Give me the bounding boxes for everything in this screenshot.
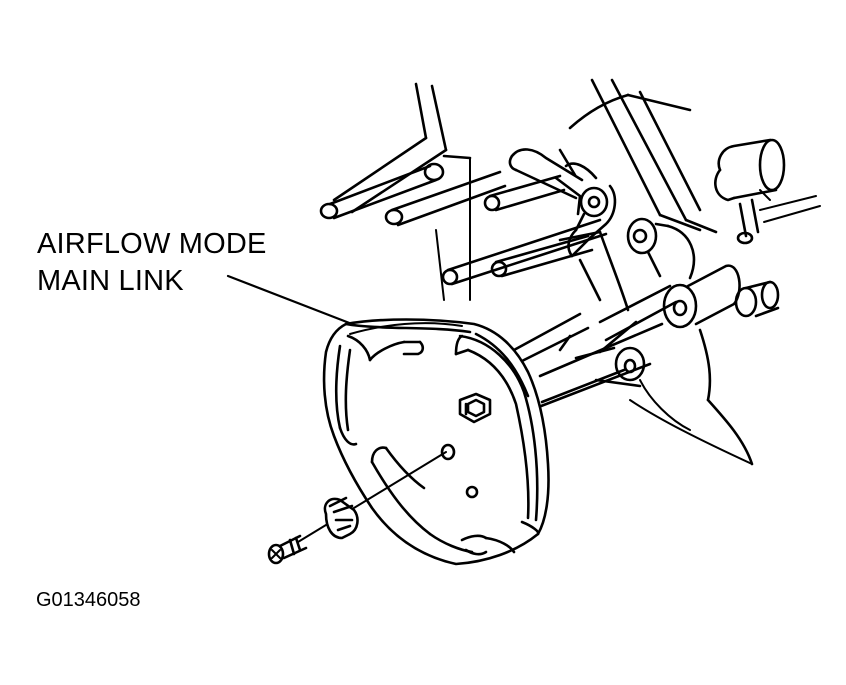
- mid-left-rod: [386, 172, 505, 225]
- lower-long-rod: [443, 220, 606, 284]
- actuator-cylinder: [715, 140, 820, 243]
- part-callout-label: AIRFLOW MODE MAIN LINK: [37, 226, 267, 300]
- connecting-rods: [514, 314, 662, 408]
- screw-assembly: [269, 452, 446, 563]
- callout-line-1: AIRFLOW MODE: [37, 228, 267, 260]
- lower-rod-2: [492, 236, 592, 276]
- callout-line-2: MAIN LINK: [37, 265, 184, 297]
- crank-link: [510, 149, 615, 256]
- callout-leader-line: [228, 276, 352, 324]
- upper-left-rod: [321, 164, 443, 218]
- main-link-plate: [324, 320, 548, 565]
- short-rod: [485, 176, 564, 210]
- bushing-right: [664, 266, 778, 327]
- figure-id: G01346058: [36, 589, 141, 611]
